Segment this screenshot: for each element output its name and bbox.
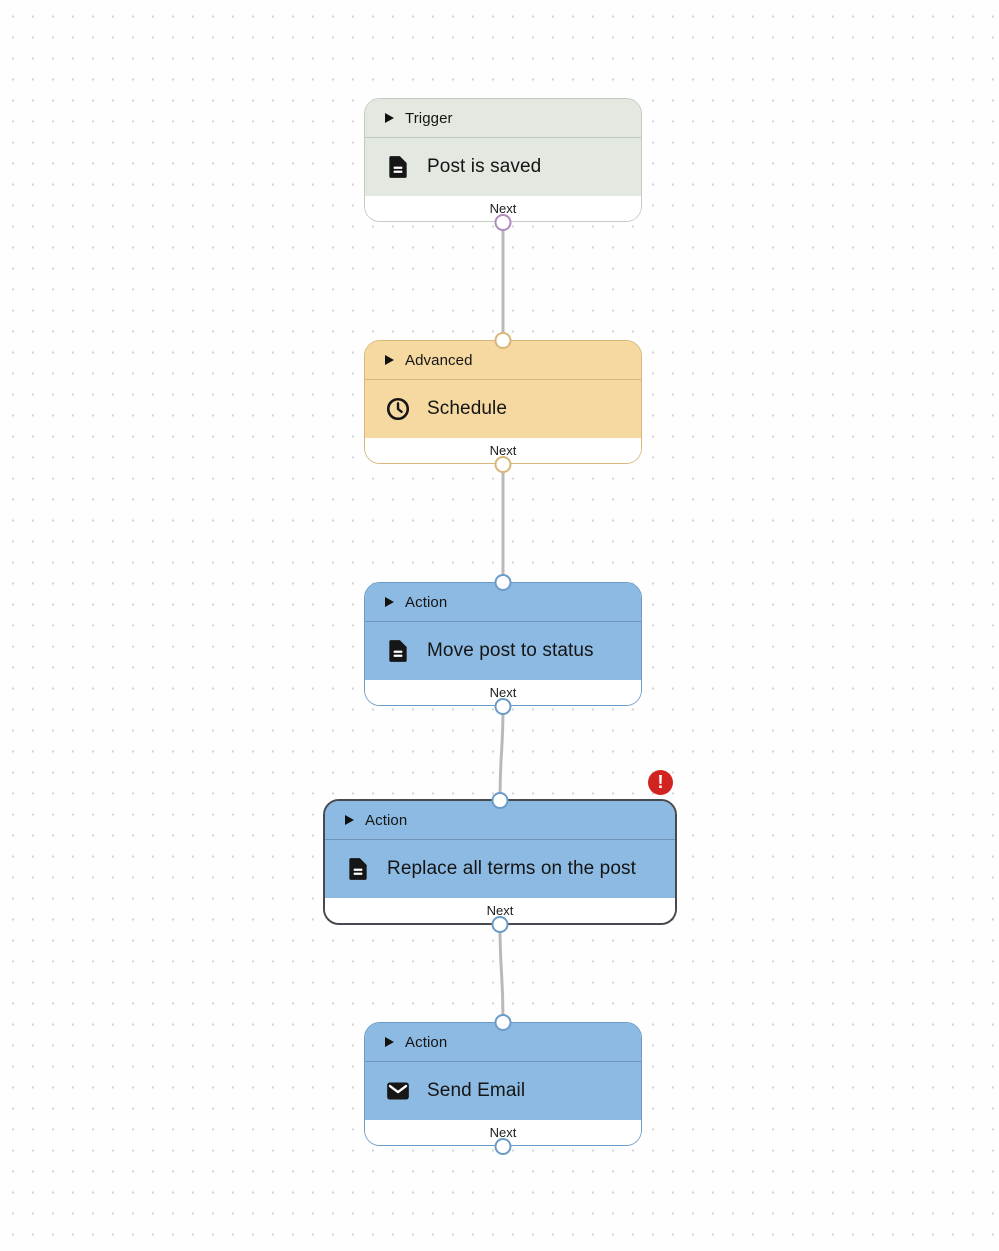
node-body[interactable]: Send Email — [365, 1062, 641, 1120]
connector-handle-output[interactable] — [494, 1137, 512, 1155]
connector-handle-input[interactable] — [491, 791, 509, 809]
connector-handle-output[interactable] — [494, 697, 512, 715]
next-label: Next — [486, 903, 514, 918]
collapse-arrow-icon[interactable] — [385, 1037, 394, 1047]
next-label: Next — [489, 685, 517, 700]
node-body[interactable]: Schedule — [365, 380, 641, 438]
node-category-label: Trigger — [405, 109, 453, 127]
collapse-arrow-icon[interactable] — [345, 815, 354, 825]
node-header[interactable]: Trigger — [365, 99, 641, 138]
connector-handle-input[interactable] — [494, 1013, 512, 1031]
node-body[interactable]: Replace all terms on the post — [325, 840, 675, 898]
node-category-label: Action — [405, 1033, 448, 1051]
node-category-label: Action — [365, 811, 408, 829]
connector-handle-output[interactable] — [491, 915, 509, 933]
error-badge[interactable]: ! — [648, 770, 673, 795]
node-title: Schedule — [427, 398, 508, 419]
node-trigger-post-is-saved[interactable]: Trigger Post is saved Next — [364, 98, 642, 231]
next-label: Next — [489, 201, 517, 216]
node-footer: Next — [365, 1120, 641, 1145]
node-advanced-schedule[interactable]: Advanced Schedule Next — [364, 331, 642, 473]
document-icon — [345, 856, 371, 882]
node-body[interactable]: Post is saved — [365, 138, 641, 196]
node-title: Post is saved — [427, 156, 542, 177]
node-action-send-email[interactable]: Action Send Email Next — [364, 1013, 642, 1155]
node-category-label: Action — [405, 593, 448, 611]
node-title: Move post to status — [427, 640, 594, 661]
next-label: Next — [489, 443, 517, 458]
connector-handle-input[interactable] — [494, 331, 512, 349]
node-title: Send Email — [427, 1080, 526, 1101]
edge-movepost-to-replace — [498, 704, 505, 801]
connector-handle-input[interactable] — [494, 573, 512, 591]
document-icon — [385, 638, 411, 664]
clock-icon — [385, 396, 411, 422]
connector-handle-output[interactable] — [494, 455, 512, 473]
node-action-replace-all-terms[interactable]: Action Replace all terms on the post Nex… — [323, 791, 677, 933]
document-icon — [385, 154, 411, 180]
edge-replace-to-sendemail — [498, 924, 505, 1023]
node-body[interactable]: Move post to status — [365, 622, 641, 680]
connector-handle-output[interactable] — [494, 213, 512, 231]
collapse-arrow-icon[interactable] — [385, 355, 394, 365]
node-category-label: Advanced — [405, 351, 473, 369]
node-action-move-post-to-status[interactable]: Action Move post to status Next — [364, 573, 642, 715]
node-title: Replace all terms on the post — [387, 858, 636, 879]
next-label: Next — [489, 1125, 517, 1140]
collapse-arrow-icon[interactable] — [385, 597, 394, 607]
envelope-icon — [385, 1078, 411, 1104]
collapse-arrow-icon[interactable] — [385, 113, 394, 123]
